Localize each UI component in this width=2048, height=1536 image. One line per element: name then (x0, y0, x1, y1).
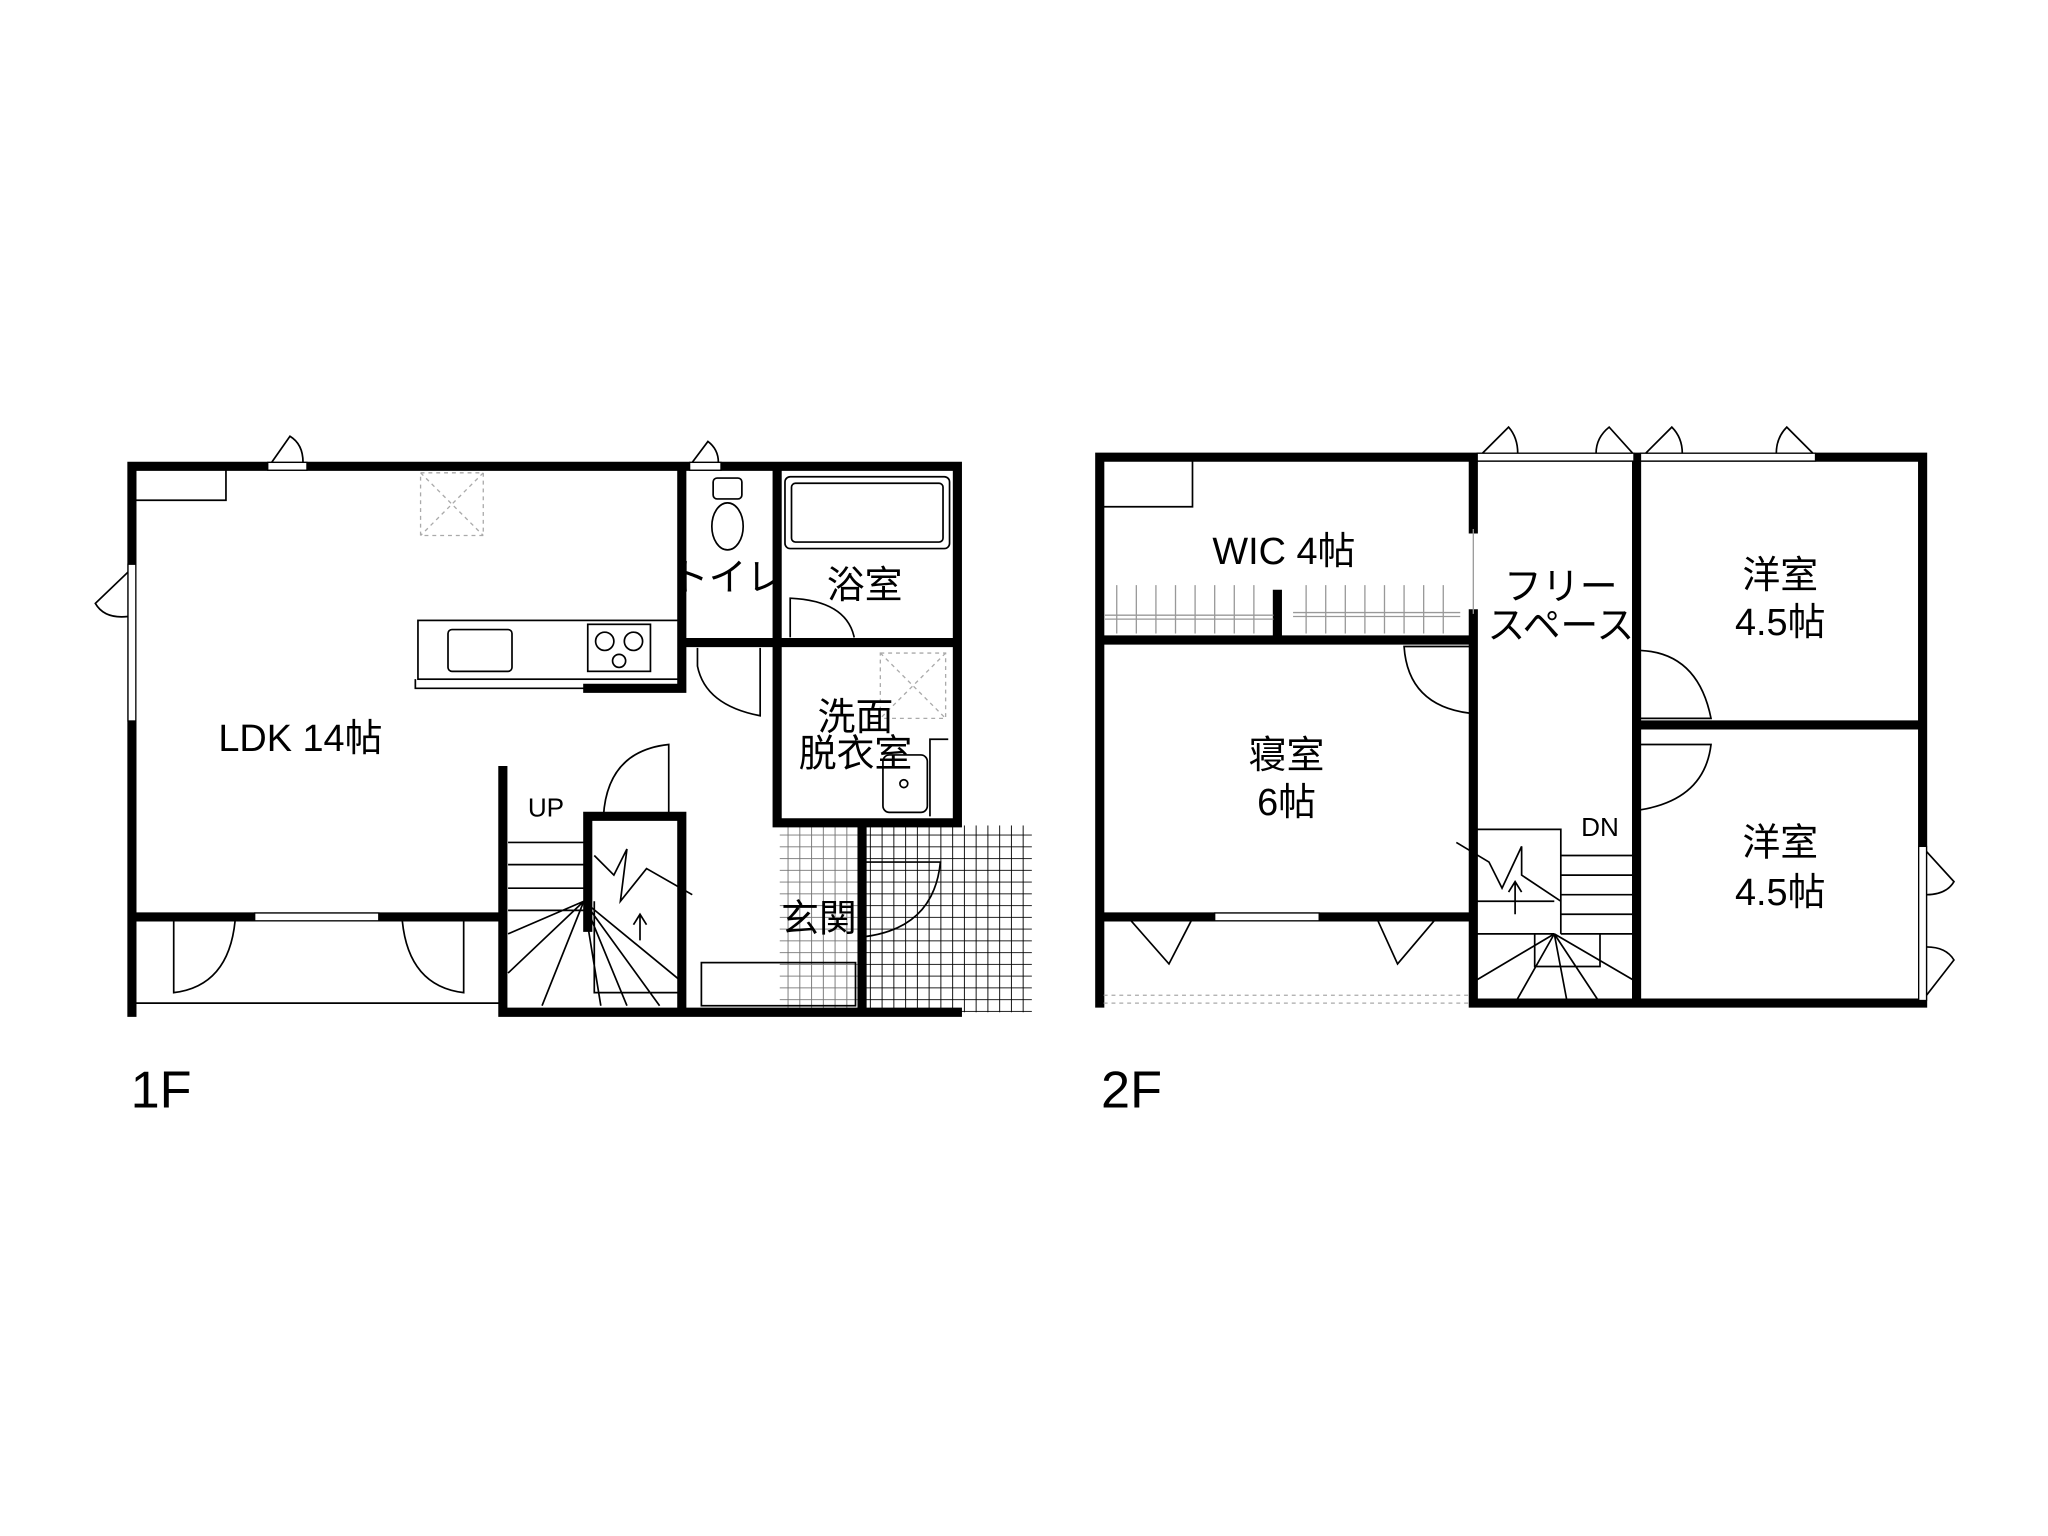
sink (447, 628, 513, 673)
window-ldk-south (254, 912, 380, 922)
room-label-wic: WIC 4帖 (1212, 531, 1355, 573)
room-label-bath: 浴室 (827, 565, 903, 607)
door-room2[interactable] (1640, 743, 1712, 811)
door-bath[interactable] (789, 597, 856, 638)
door-room1[interactable] (1640, 649, 1713, 720)
door-bedroom[interactable] (1403, 645, 1470, 714)
toilet-bowl (710, 502, 745, 551)
bathtub (784, 475, 951, 550)
stair-label-dn: DN (1581, 812, 1619, 842)
room-label-free-1: フリー (1504, 567, 1618, 609)
window-bedroom-south (1214, 912, 1320, 922)
room-label-wash-2: 脱衣室 (799, 734, 913, 776)
wic-hanger-rail (1104, 611, 1461, 620)
kitchen-counter (417, 619, 681, 681)
stairs-1f (507, 841, 693, 1007)
balcony-line (1103, 994, 1470, 1004)
room-label-entrance: 玄関 (781, 898, 857, 940)
room-label-room2-1: 洋室 (1742, 823, 1818, 865)
window-room2-east (1918, 845, 1928, 1002)
room-label-room1-1: 洋室 (1742, 555, 1818, 597)
window-free-top (1476, 452, 1635, 462)
door-stair-closet[interactable] (602, 743, 670, 817)
window-top-1f (267, 461, 308, 471)
floor-label-1f: 1F (131, 1062, 192, 1120)
door-ldk-south-1[interactable] (172, 920, 236, 994)
entrance-tiles (779, 825, 863, 1013)
stairs-2f (1455, 828, 1634, 1004)
floor-1f: LDK 14帖 トイレ 浴室 洗面 脱衣室 UP 玄関 1F (94, 435, 1032, 1120)
floor-label-2f: 2F (1101, 1062, 1162, 1120)
window-left-1f (127, 563, 137, 722)
stove (586, 623, 652, 673)
room-label-free-2: スペース (1487, 606, 1634, 648)
walls-2f (1095, 452, 1928, 1008)
room-label-ldk: LDK 14帖 (218, 718, 382, 760)
room-label-wash-1: 洗面 (818, 697, 894, 739)
washbasin (882, 754, 929, 814)
door-ldk-south-2[interactable] (401, 920, 465, 994)
window-toilet (688, 461, 722, 471)
shoe-box (700, 961, 857, 1007)
porch-tiles (865, 825, 1032, 1013)
room-label-bedroom-1: 寝室 (1249, 735, 1325, 777)
window-room1-top (1639, 452, 1817, 462)
room-label-room1-2: 4.5帖 (1735, 602, 1826, 644)
room-label-bedroom-2: 6帖 (1257, 782, 1316, 824)
stair-label-up: UP (528, 792, 564, 822)
door-toilet[interactable] (696, 647, 762, 717)
floor-2f: WIC 4帖 フリー スペース 洋室 4.5帖 寝室 6帖 DN 洋室 4.5帖… (1095, 425, 1956, 1120)
door-entrance[interactable] (865, 861, 942, 938)
room-label-room2-2: 4.5帖 (1735, 872, 1826, 914)
room-label-toilet: トイレ (671, 557, 785, 599)
